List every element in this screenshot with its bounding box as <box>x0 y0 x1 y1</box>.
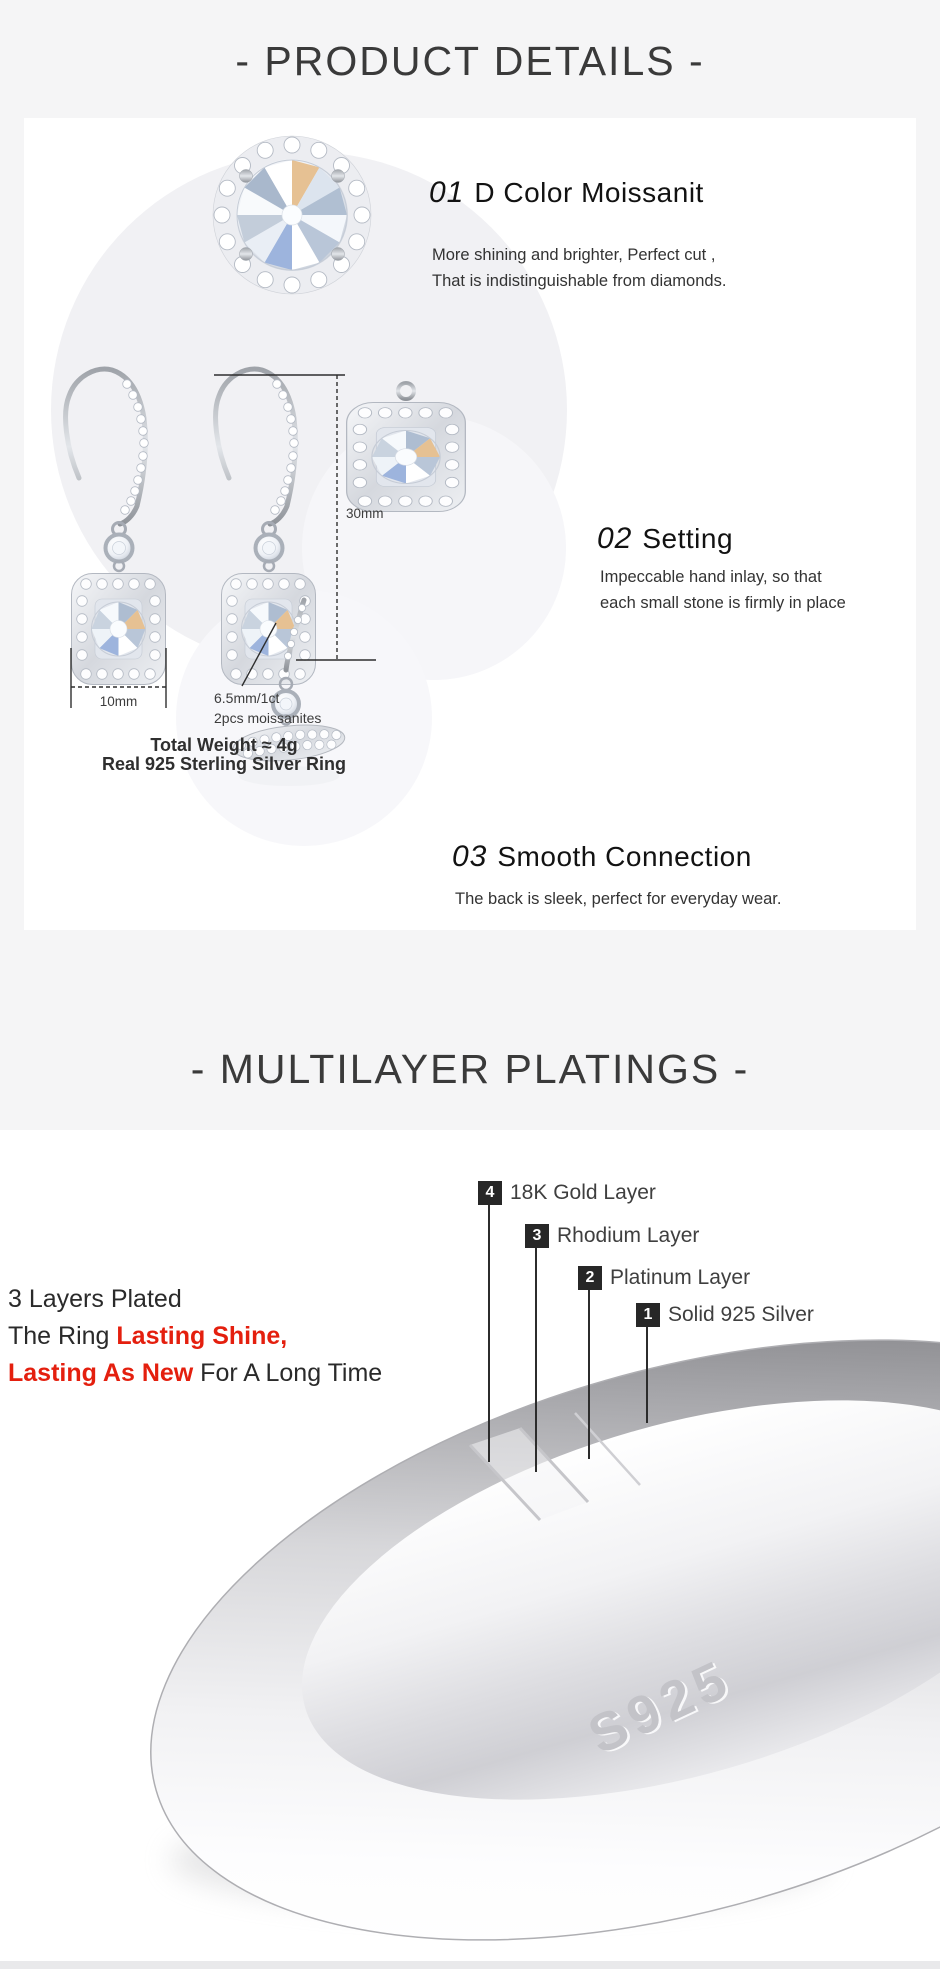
total-weight-label: Total Weight ≈ 4g <box>150 735 298 755</box>
feature-02-heading: 02 Setting <box>597 522 733 556</box>
feature-02-description: Impeccable hand inlay, so that each smal… <box>600 564 846 616</box>
measurement-lines <box>70 374 376 708</box>
layer-4-badge: 4 <box>478 1181 502 1205</box>
leader-line-4 <box>488 1205 490 1462</box>
feature-02-desc-line1: Impeccable hand inlay, so that <box>600 568 822 586</box>
layer-2-label: Platinum Layer <box>610 1266 751 1289</box>
plating-separation-lines <box>468 1412 641 1522</box>
layer-4-label: 18K Gold Layer <box>510 1181 656 1204</box>
feature-02-title: Setting <box>642 523 734 554</box>
weight-material-block: Total Weight ≈ 4g Real 925 Sterling Silv… <box>34 736 414 774</box>
intro-line-2: The Ring Lasting Shine, <box>8 1318 382 1355</box>
intro-line2-red: Lasting Shine, <box>116 1322 288 1350</box>
layer-row-4: 4 18K Gold Layer <box>478 1181 656 1205</box>
jewelry-illustrations <box>51 135 567 846</box>
drop-height-label: 30mm <box>346 506 384 521</box>
stone-size-label: 6.5mm/1ct <box>214 690 280 706</box>
leader-line-3 <box>535 1248 537 1472</box>
stone-count-label: 2pcs moissanites <box>214 710 322 726</box>
earring-back-photo <box>232 597 346 786</box>
square-pendant-photo <box>346 381 466 513</box>
page-title: - PRODUCT DETAILS - <box>235 38 705 84</box>
layer-1-badge: 1 <box>636 1303 660 1327</box>
feature-02-desc-line2: each small stone is firmly in place <box>600 594 846 612</box>
feature-01-description: More shining and brighter, Perfect cut ,… <box>432 242 726 294</box>
bottom-strip <box>0 1961 940 1969</box>
feature-03-title: Smooth Connection <box>497 841 752 872</box>
material-label: Real 925 Sterling Silver Ring <box>101 754 347 774</box>
feature-02-number: 02 <box>597 522 633 555</box>
details-card: 01 D Color Moissanit More shining and br… <box>24 118 916 930</box>
intro-line-1: 3 Layers Plated <box>8 1281 382 1318</box>
layer-row-2: 2 Platinum Layer <box>578 1266 750 1290</box>
leader-line-2 <box>588 1290 590 1459</box>
intro-line2-dark: The Ring <box>8 1322 117 1350</box>
platings-intro: 3 Layers Plated The Ring Lasting Shine, … <box>8 1281 382 1392</box>
intro-line1-text: 3 Layers Plated <box>8 1285 182 1313</box>
feature-03-number: 03 <box>452 840 488 873</box>
layer-2-badge: 2 <box>578 1266 602 1290</box>
feature-03-description: The back is sleek, perfect for everyday … <box>455 886 781 912</box>
ring-inner-surface <box>302 1400 940 1800</box>
feature-03-heading: 03 Smooth Connection <box>452 840 752 874</box>
ring-photo: S925 S925 <box>150 1339 940 1941</box>
plating-segment <box>470 1428 588 1520</box>
feature-01-desc-line2: That is indistinguishable from diamonds. <box>432 272 727 290</box>
drop-width-label: 10mm <box>99 694 138 709</box>
intro-line3-red: Lasting As New <box>8 1359 201 1387</box>
intro-line-3: Lasting As New For A Long Time <box>8 1355 382 1392</box>
layer-row-1: 1 Solid 925 Silver <box>636 1303 814 1327</box>
feature-01-desc-line1: More shining and brighter, Perfect cut , <box>432 246 716 264</box>
layer-1-label: Solid 925 Silver <box>668 1303 814 1326</box>
layer-3-label: Rhodium Layer <box>557 1224 700 1247</box>
platings-title: - MULTILAYER PLATINGS - <box>190 1046 750 1092</box>
round-moissanite-photo <box>212 135 372 295</box>
intro-line3-dark: For A Long Time <box>200 1359 383 1387</box>
layer-row-3: 3 Rhodium Layer <box>525 1224 699 1248</box>
feature-03-desc-line1: The back is sleek, perfect for everyday … <box>455 890 782 908</box>
leader-line-1 <box>646 1327 648 1423</box>
feature-01-heading: 01 D Color Moissanit <box>429 176 704 210</box>
layer-3-badge: 3 <box>525 1224 549 1248</box>
feature-01-title: D Color Moissanit <box>474 177 704 208</box>
feature-01-number: 01 <box>429 176 465 209</box>
